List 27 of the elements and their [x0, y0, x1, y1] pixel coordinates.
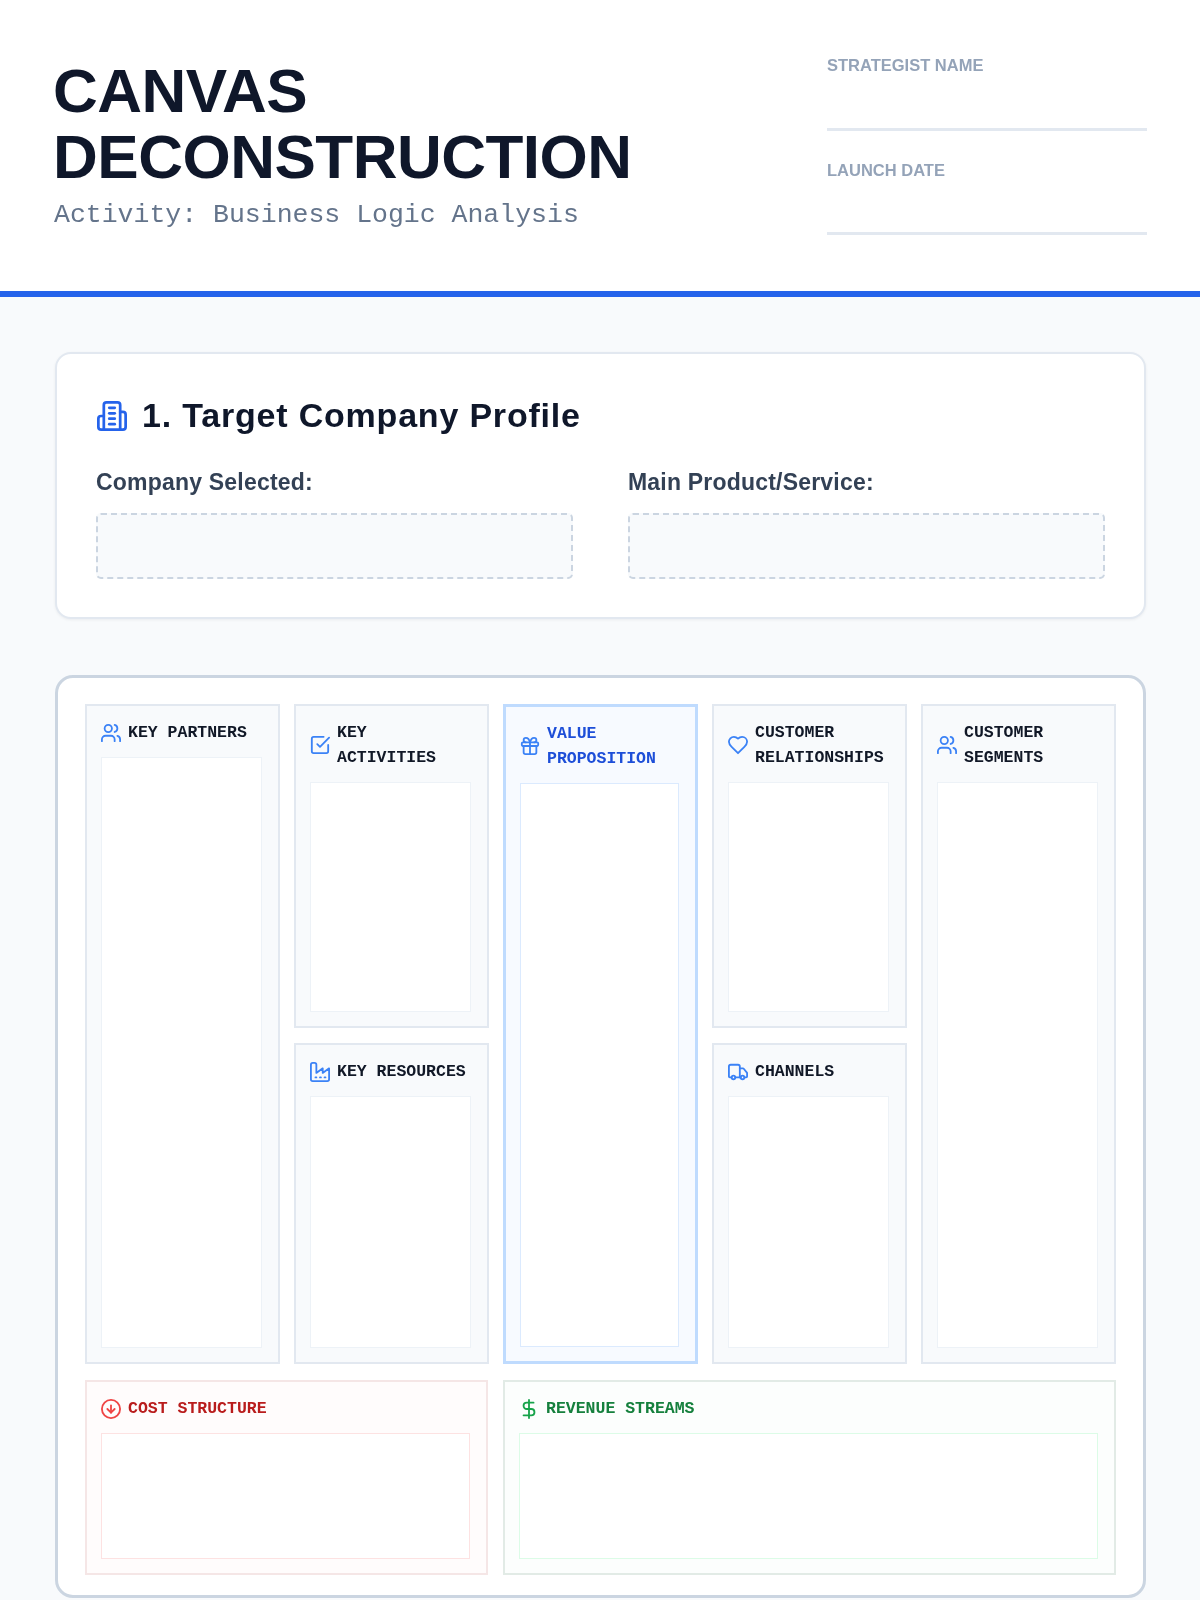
field-label: Main Product/Service: [628, 468, 874, 496]
block-title: VALUE PROPOSITION [547, 723, 657, 770]
page-title: CANVAS DECONSTRUCTION [53, 58, 633, 190]
profile-card [55, 352, 1146, 619]
canvas-block [85, 1380, 488, 1575]
block-title: COST STRUCTURE [128, 1398, 268, 1420]
canvas-block [921, 704, 1116, 1364]
canvas-block [712, 1043, 907, 1364]
canvas-block [294, 704, 489, 1028]
subtitle: Activity: Business Logic Analysis [54, 199, 579, 231]
block-title: KEY PARTNERS [128, 722, 248, 744]
block-title: CUSTOMER RELATIONSHIPS [755, 722, 885, 769]
block-title: CUSTOMER SEGMENTS [964, 722, 1045, 769]
block-title: KEY RESOURCES [337, 1061, 467, 1083]
canvas-block [503, 1380, 1116, 1575]
canvas-block [85, 704, 280, 1364]
field-label: LAUNCH DATE [827, 161, 945, 179]
field-label: STRATEGIST NAME [827, 56, 984, 74]
field-label: Company Selected: [96, 468, 313, 496]
block-title: KEY ACTIVITIES [337, 722, 438, 769]
canvas-block [712, 704, 907, 1028]
block-title: CHANNELS [755, 1061, 836, 1083]
block-title: REVENUE STREAMS [546, 1398, 696, 1420]
canvas-block [503, 704, 698, 1364]
canvas-block [294, 1043, 489, 1364]
section-heading: 1. Target Company Profile [142, 395, 581, 435]
canvas-frame [55, 675, 1146, 1598]
